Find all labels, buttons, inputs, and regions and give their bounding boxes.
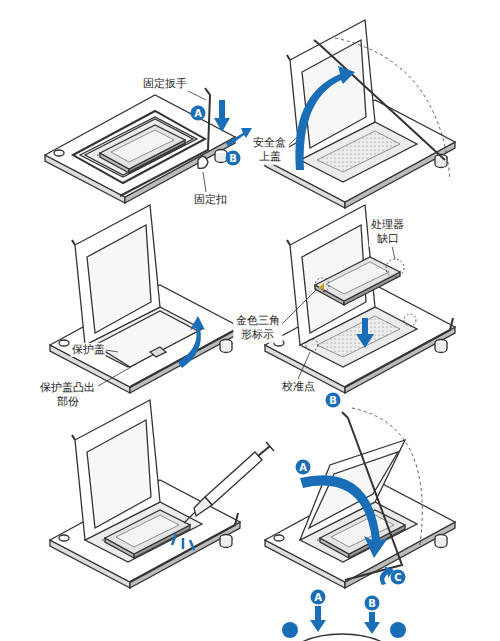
part-label: 校准点 xyxy=(281,380,316,394)
part-label: 安全盒 上盖 xyxy=(251,136,289,165)
part-label: 固定扣 xyxy=(193,193,228,207)
part-label: 固定扳手 xyxy=(142,77,188,91)
part-label: 金色三角 形标示 xyxy=(233,314,282,343)
callout-letter: A xyxy=(311,590,326,605)
callout-letter: B xyxy=(365,596,380,611)
callout-letter: C xyxy=(391,570,406,585)
callout-letter: A xyxy=(296,460,311,475)
part-label: 处理器 缺口 xyxy=(369,218,407,247)
callout-letter: A xyxy=(191,106,206,121)
part-label: 保护盖凸出 部份 xyxy=(38,381,98,410)
callout-letter: B xyxy=(226,151,241,166)
callout-letter: B xyxy=(326,393,341,408)
part-label: 保护盖 xyxy=(71,343,106,357)
